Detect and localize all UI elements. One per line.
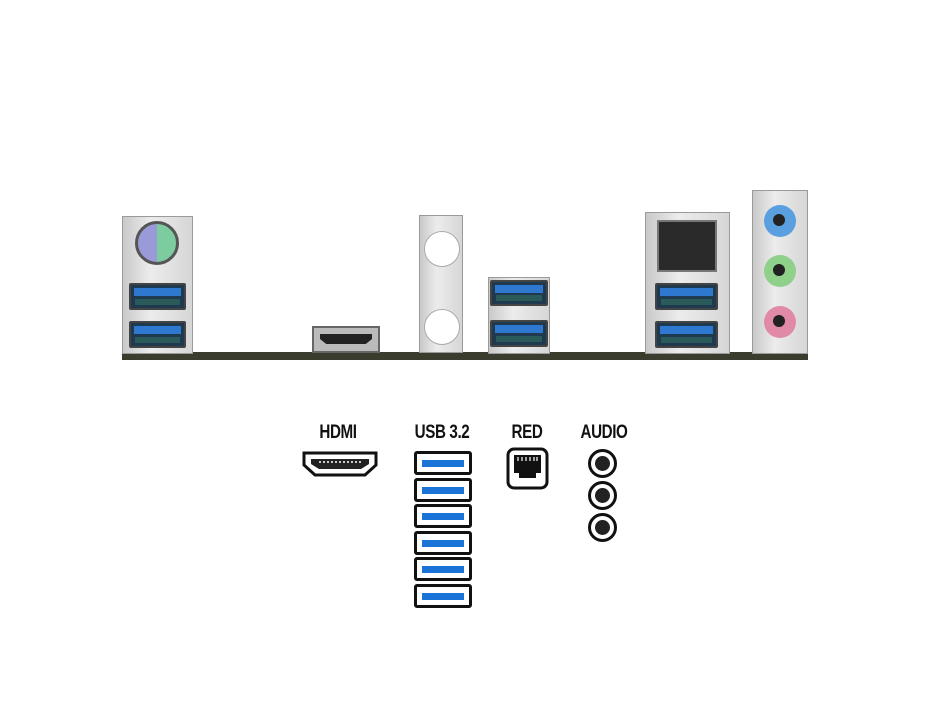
usb-port	[490, 320, 548, 347]
audio-jack-icon	[588, 513, 617, 542]
usb-label: USB 3.2	[414, 422, 470, 443]
audio-jack-green	[764, 255, 796, 287]
audio-jack-pink	[764, 306, 796, 338]
hdmi-label: HDMI	[319, 422, 357, 443]
mounting-bracket	[419, 215, 463, 353]
usb-port	[129, 321, 186, 348]
usb-port	[490, 280, 548, 306]
usb-icon	[414, 451, 472, 475]
hdmi-icon	[302, 451, 378, 477]
ps2-port	[135, 221, 179, 265]
usb-port	[655, 283, 718, 310]
audio-label: AUDIO	[580, 422, 628, 443]
lan-label: RED	[511, 422, 543, 443]
audio-jack-icon	[588, 449, 617, 478]
usb-icon	[414, 531, 472, 555]
usb-icon	[414, 584, 472, 608]
hdmi-port	[312, 326, 380, 353]
rj45-port	[657, 220, 717, 272]
ethernet-icon	[506, 447, 549, 490]
usb-icon	[414, 504, 472, 528]
usb-icon	[414, 478, 472, 502]
pcb-edge	[122, 352, 808, 360]
usb-port	[129, 283, 186, 310]
audio-jack-blue	[764, 205, 796, 237]
usb-icon	[414, 557, 472, 581]
usb-port	[655, 321, 718, 348]
audio-jack-icon	[588, 481, 617, 510]
